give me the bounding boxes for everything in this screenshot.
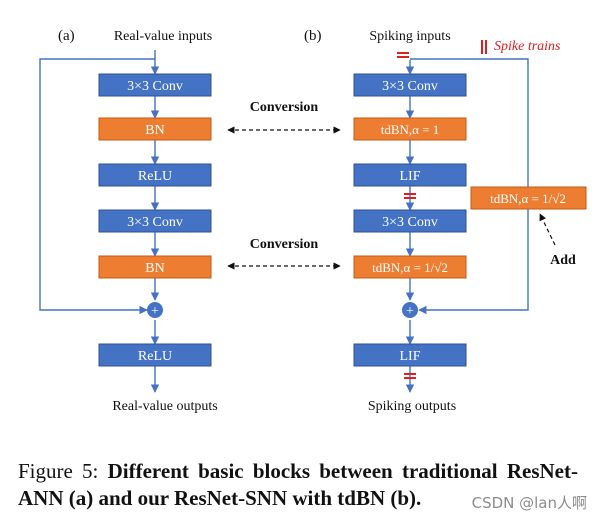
panel-b-block-lif-final: LIF [353, 343, 467, 367]
panel-b-output-label: Spiking outputs [368, 399, 456, 414]
panel-a-block-relu-1: ReLU [98, 163, 212, 187]
panel-b-label: (b) [304, 28, 322, 44]
block-label: 3×3 Conv [382, 215, 438, 230]
block-label: 3×3 Conv [382, 79, 438, 94]
block-label: ReLU [138, 349, 172, 364]
block-label: ReLU [138, 169, 172, 184]
panel-a-block-conv-2: 3×3 Conv [98, 209, 212, 233]
panel-a-block-bn-2: BN [98, 255, 212, 279]
panel-b-add-node: + [402, 302, 418, 319]
spike-train-legend-icon [481, 40, 487, 54]
block-label: tdBN,α = 1/√2 [490, 191, 566, 206]
panel-a-label: (a) [58, 28, 75, 44]
block-label: LIF [400, 349, 421, 364]
conversion-label-2: Conversion [250, 237, 319, 252]
block-label: tdBN,α = 1/√2 [372, 260, 448, 275]
block-label: BN [145, 123, 164, 138]
add-symbol: + [406, 304, 414, 319]
block-label: 3×3 Conv [127, 79, 183, 94]
add-symbol: + [151, 304, 159, 319]
panel-b-shortcut-line [410, 58, 529, 315]
caption-text: Different basic blocks between tradition… [18, 459, 578, 510]
block-label: LIF [400, 169, 421, 184]
spike-train-marker [404, 373, 416, 379]
conversion-label-1: Conversion [250, 100, 319, 115]
panel-a-output-label: Real-value outputs [112, 399, 217, 414]
panel-b-input-label: Spiking inputs [369, 29, 450, 44]
caption-prefix: Figure 5: [18, 459, 108, 483]
panel-b-block-tdbn-1: tdBN,α = 1 [353, 117, 467, 141]
figure-caption: Figure 5: Different basic blocks between… [18, 458, 578, 512]
panel-a-block-conv-1: 3×3 Conv [98, 73, 212, 97]
panel-a-add-node: + [147, 302, 163, 319]
add-annotation-arrow [539, 213, 556, 246]
block-label: BN [145, 261, 164, 276]
spike-train-marker [397, 52, 409, 58]
spike-train-marker [404, 193, 416, 199]
panel-a-block-bn-1: BN [98, 117, 212, 141]
panel-b-shortcut-tdbn-block: tdBN,α = 1/√2 [470, 186, 587, 210]
add-annotation-label: Add [550, 253, 576, 268]
panel-b-block-tdbn-2: tdBN,α = 1/√2 [353, 255, 467, 279]
block-label: tdBN,α = 1 [381, 122, 440, 137]
panel-a-block-relu-final: ReLU [98, 343, 212, 367]
watermark: CSDN @lan人啊 [471, 494, 587, 512]
block-label: 3×3 Conv [127, 215, 183, 230]
panel-b-block-conv-1: 3×3 Conv [353, 73, 467, 97]
panel-a-shortcut-line [39, 58, 155, 315]
panel-a-input-label: Real-value inputs [114, 29, 212, 44]
panel-b-block-lif-1: LIF [353, 163, 467, 187]
spike-trains-label: Spike trains [494, 39, 561, 54]
panel-b-block-conv-2: 3×3 Conv [353, 209, 467, 233]
